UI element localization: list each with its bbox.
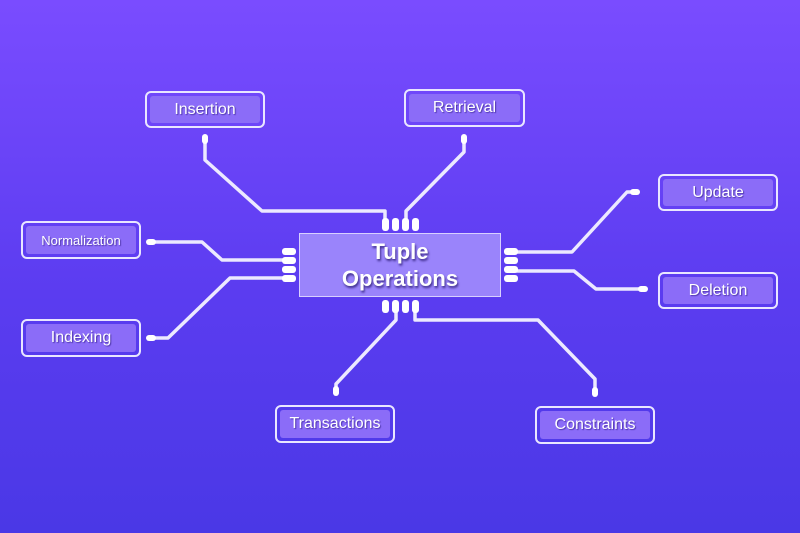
wire-end-update [630, 189, 640, 195]
wire-retrieval [404, 138, 466, 222]
pin-left-2 [282, 257, 296, 264]
pin-top-4 [412, 218, 419, 231]
node-deletion: Deletion [658, 272, 778, 309]
pin-right-2 [504, 257, 518, 264]
wire-update [514, 190, 638, 254]
wire-end-constraints [592, 387, 598, 397]
pin-top-2 [392, 218, 399, 231]
wire-normalization [148, 240, 286, 262]
pin-top-1 [382, 218, 389, 231]
pin-left-4 [282, 275, 296, 282]
wire-end-deletion [638, 286, 648, 292]
central-node-line2: Operations [341, 266, 459, 291]
node-transactions: Transactions [275, 405, 395, 443]
pin-left-1 [282, 248, 296, 255]
node-transactions-label: Transactions [280, 410, 390, 438]
wire-end-transactions [333, 386, 339, 396]
node-normalization-label: Normalization [26, 226, 136, 254]
pin-left-3 [282, 266, 296, 273]
wire-end-insertion [202, 134, 208, 144]
node-indexing: Indexing [21, 319, 141, 357]
node-insertion-label: Insertion [150, 96, 260, 123]
node-deletion-label: Deletion [663, 277, 773, 304]
node-constraints-label: Constraints [540, 411, 650, 439]
wire-end-normalization [146, 239, 156, 245]
central-node: Tuple Operations [299, 233, 501, 297]
pin-bottom-4 [412, 300, 419, 313]
wire-transactions [334, 309, 398, 394]
wire-indexing [148, 276, 286, 340]
wire-constraints [413, 309, 597, 395]
wire-insertion [203, 138, 387, 222]
node-update: Update [658, 174, 778, 211]
wire-deletion [514, 269, 645, 291]
pin-right-4 [504, 275, 518, 282]
node-indexing-label: Indexing [26, 324, 136, 352]
node-normalization: Normalization [21, 221, 141, 259]
pin-bottom-3 [402, 300, 409, 313]
pin-right-3 [504, 266, 518, 273]
node-retrieval: Retrieval [404, 89, 525, 127]
pin-top-3 [402, 218, 409, 231]
central-node-line1: Tuple [371, 239, 429, 264]
node-retrieval-label: Retrieval [409, 94, 520, 122]
pin-bottom-1 [382, 300, 389, 313]
pin-bottom-2 [392, 300, 399, 313]
wire-end-indexing [146, 335, 156, 341]
pin-right-1 [504, 248, 518, 255]
node-insertion: Insertion [145, 91, 265, 128]
wire-end-retrieval [461, 134, 467, 144]
node-constraints: Constraints [535, 406, 655, 444]
node-update-label: Update [663, 179, 773, 206]
